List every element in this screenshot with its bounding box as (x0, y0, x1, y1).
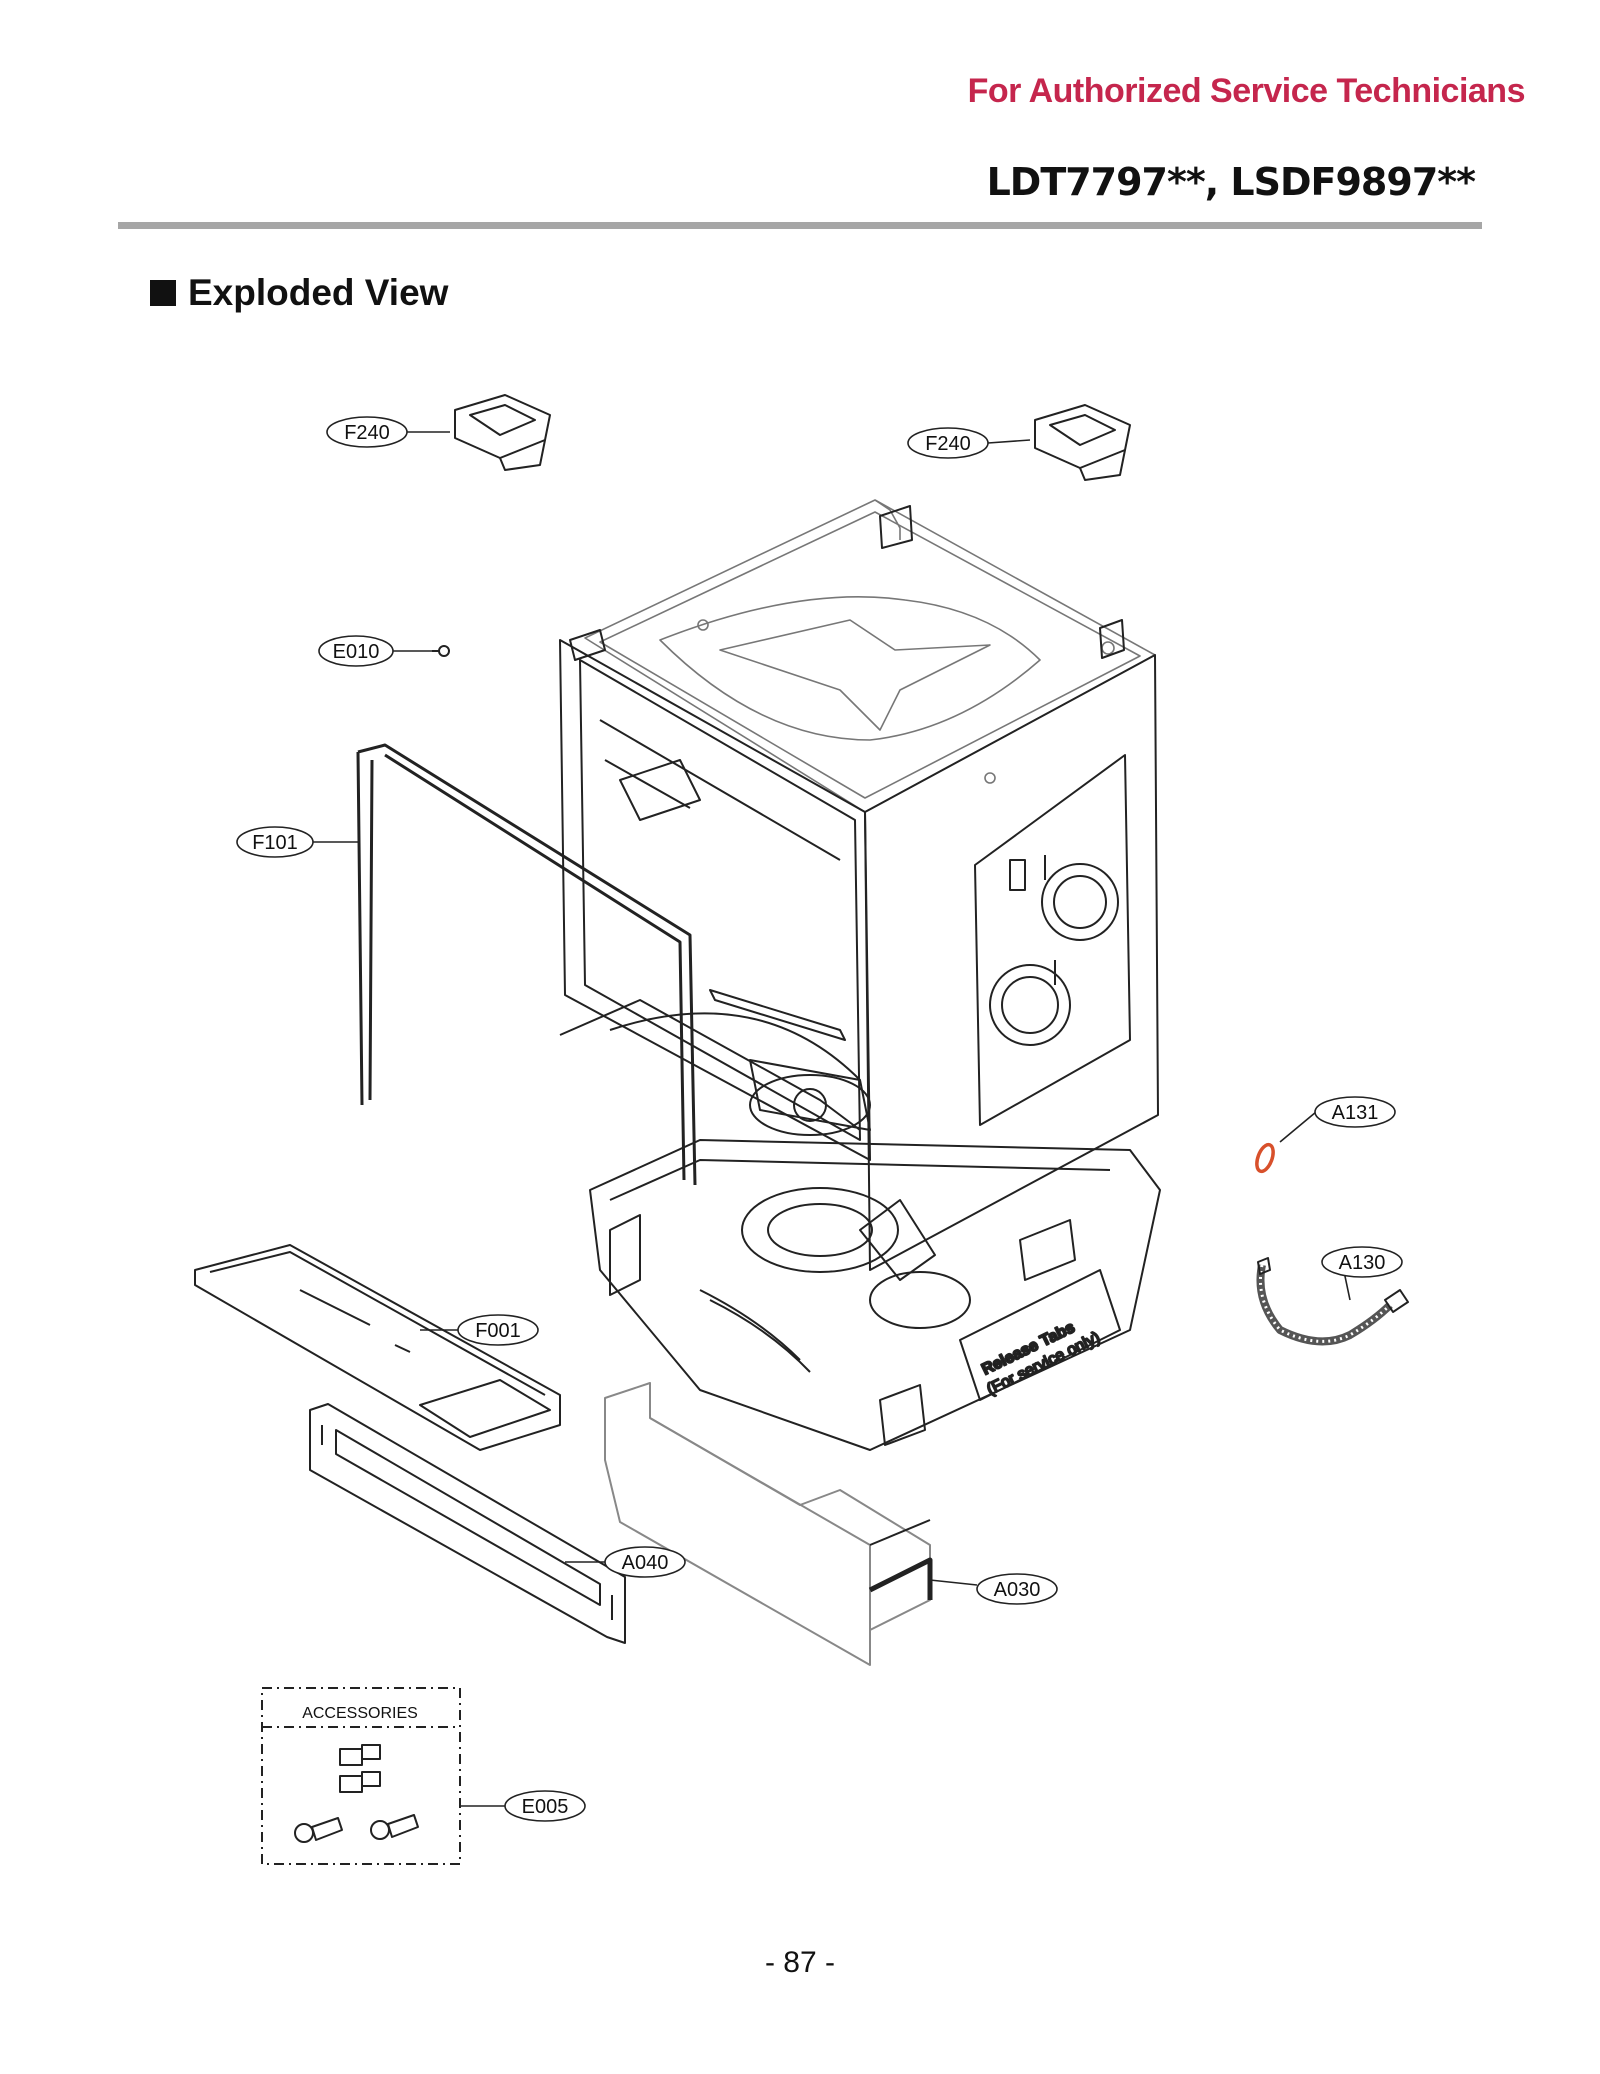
callout-a131-label: A131 (1332, 1102, 1379, 1124)
callout-f101-label: F101 (252, 832, 298, 854)
callout-f240-left (326, 416, 408, 448)
callout-a130-label: A130 (1339, 1252, 1386, 1274)
callout-f001 (457, 1314, 539, 1346)
callout-f101 (236, 826, 314, 858)
callout-leader-lines (313, 431, 1351, 1807)
a131-o-ring (1255, 1142, 1275, 1174)
e010-screw (432, 645, 450, 657)
door-gasket (356, 743, 697, 1186)
model-numbers: LDT7797**, LSDF9897** (986, 160, 1476, 204)
callout-f001-label: F001 (475, 1320, 521, 1342)
callout-e005-label: E005 (522, 1796, 569, 1818)
page-number: - 87 - (764, 1946, 836, 1979)
base-sump-assembly (589, 1139, 1161, 1451)
callout-e010-label: E010 (333, 641, 380, 663)
a130-drain-hose (1256, 1257, 1409, 1346)
square-bullet-icon (150, 280, 176, 306)
callout-f240-left-label: F240 (344, 422, 390, 444)
accessories-title: ACCESSORIES (302, 1705, 418, 1722)
callout-a040-label: A040 (622, 1552, 669, 1574)
callout-e010 (318, 635, 394, 667)
a030-insulation (604, 1382, 931, 1666)
f001-rail (194, 1244, 561, 1451)
f240-bracket-left (454, 394, 551, 471)
callout-e005 (504, 1790, 586, 1822)
callout-f240-right (907, 427, 989, 459)
callout-a030-label: A030 (994, 1579, 1041, 1601)
accessory-clip-icon (339, 1744, 381, 1793)
a040-kick-plate (309, 1403, 626, 1644)
callout-a130 (1321, 1246, 1403, 1278)
callout-a040 (604, 1546, 686, 1578)
header-divider (118, 222, 1482, 229)
tub-assembly (559, 499, 1159, 1271)
accessories-box (261, 1687, 461, 1865)
f240-bracket-right (1034, 404, 1131, 481)
section-heading: Exploded View (150, 272, 448, 314)
section-title: Exploded View (188, 272, 449, 313)
callout-a131 (1314, 1096, 1396, 1128)
callout-a030 (976, 1573, 1058, 1605)
authorized-technicians-note: For Authorized Service Technicians (967, 72, 1526, 110)
accessory-screw-icon (294, 1814, 419, 1843)
callout-f240-right-label: F240 (925, 433, 971, 455)
